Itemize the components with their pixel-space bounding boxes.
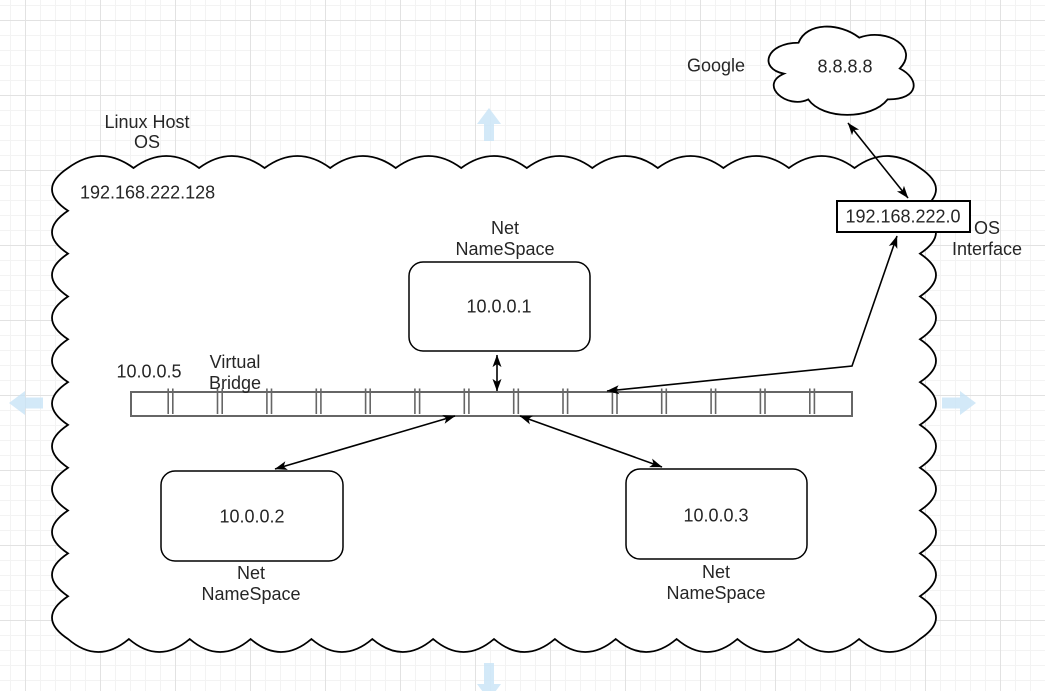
netns2-label-line1: Net [236, 563, 265, 583]
page-nav-right-arrow-icon[interactable] [942, 391, 976, 415]
page-nav-up-arrow-icon[interactable] [477, 108, 501, 141]
bridge-ip-label: 10.0.0.5 [116, 361, 182, 382]
os-interface-ip-label: 192.168.222.0 [845, 206, 961, 227]
bridge-label: Virtual Bridge [209, 352, 261, 394]
connector-cloud-osinterface[interactable] [847, 122, 909, 199]
netns-box-3[interactable] [625, 468, 808, 560]
netns-box-2[interactable] [160, 470, 344, 562]
os-interface-label-line2: Interface [951, 239, 1023, 259]
netns3-label: Net NameSpace [666, 562, 765, 604]
netns1-ip-label: 10.0.0.1 [466, 296, 532, 317]
netns-box-1[interactable] [408, 261, 591, 352]
netns1-label-line2: NameSpace [455, 239, 555, 259]
os-interface-box[interactable] [836, 200, 971, 233]
connector-bridge-netns2[interactable] [274, 415, 456, 470]
google-label: Google [686, 55, 746, 76]
host-ip-label: 192.168.222.128 [80, 182, 216, 203]
internet-cloud-shape[interactable] [767, 25, 915, 116]
connector-bridge-netns3[interactable] [519, 415, 663, 468]
dns-ip-label: 8.8.8.8 [817, 56, 873, 77]
netns2-ip-label: 10.0.0.2 [219, 506, 285, 527]
netns3-label-line1: Net [701, 562, 730, 582]
bridge-label-line1: Virtual [209, 352, 261, 372]
netns3-label-line2: NameSpace [666, 583, 766, 603]
linux-host-label-line1: Linux Host [104, 112, 190, 132]
netns3-ip-label: 10.0.0.3 [683, 505, 749, 526]
linux-host-label: Linux Host OS [104, 112, 189, 152]
bridge-label-line2: Bridge [208, 373, 262, 393]
netns2-label: Net NameSpace [201, 563, 300, 605]
os-interface-label: OS Interface [952, 218, 1022, 260]
virtual-bridge-shape[interactable] [130, 391, 853, 417]
netns2-label-line2: NameSpace [201, 584, 301, 604]
os-interface-label-line1: OS [973, 218, 1001, 238]
netns1-label-line1: Net [490, 218, 519, 238]
connector-bridge-osinterface[interactable] [606, 235, 898, 395]
page-nav-down-arrow-icon[interactable] [477, 663, 501, 691]
netns1-label: Net NameSpace [455, 218, 554, 260]
page-nav-left-arrow-icon[interactable] [9, 391, 43, 415]
linux-host-label-line2: OS [133, 132, 161, 152]
